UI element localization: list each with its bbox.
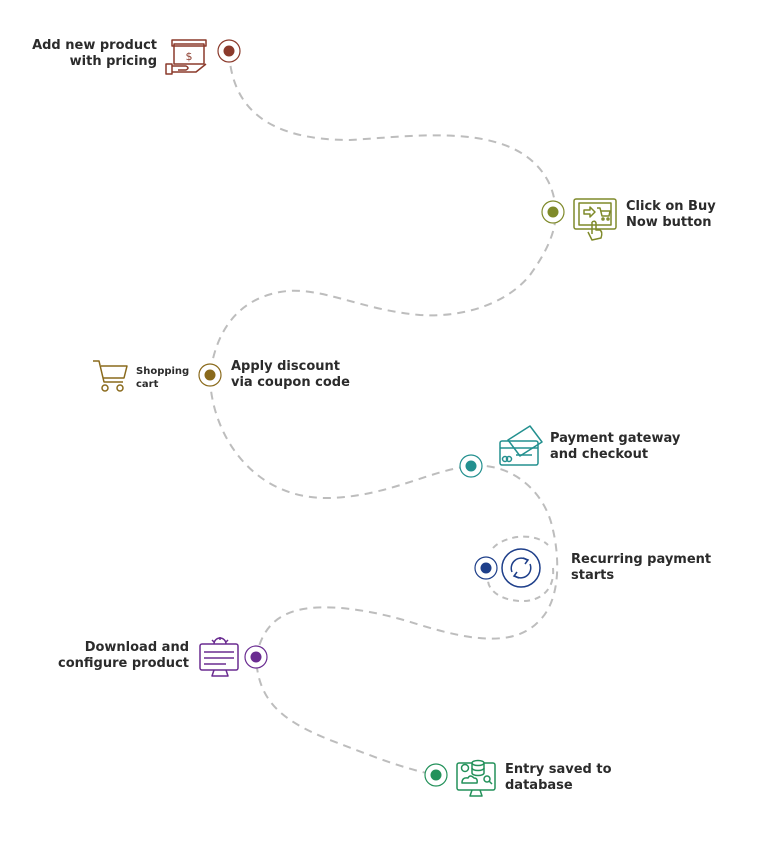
step-node-5 [474,556,498,580]
step-label-2: Click on Buy Now button [626,199,716,230]
svg-text:$: $ [186,50,193,63]
step-node-4 [459,454,483,478]
step-label-1: Add new product with pricing [32,38,157,69]
step-label-6: Download and configure product [58,640,189,671]
step-node-6 [244,645,268,669]
database-monitor-icon [456,759,496,797]
step-label-3: Apply discount via coupon code [231,359,350,390]
step-node-7 [424,763,448,787]
configure-monitor-icon [199,637,239,677]
credit-card-icon [499,425,543,466]
recurring-dashed-loop [487,535,555,603]
product-price-icon: $ [165,39,207,75]
step-label-7: Entry saved to database [505,762,612,793]
dashed-flow-path [208,51,559,776]
shopping-cart-icon [93,360,128,392]
step-label-5: Recurring payment starts [571,552,712,583]
buy-now-click-icon [573,198,617,241]
shopping-cart-caption: Shopping cart [136,366,190,390]
step-node-1 [217,39,241,63]
recurring-cycle-icon [501,548,541,588]
step-label-4: Payment gateway and checkout [550,431,681,462]
step-node-2 [541,200,565,224]
step-node-3 [198,363,222,387]
